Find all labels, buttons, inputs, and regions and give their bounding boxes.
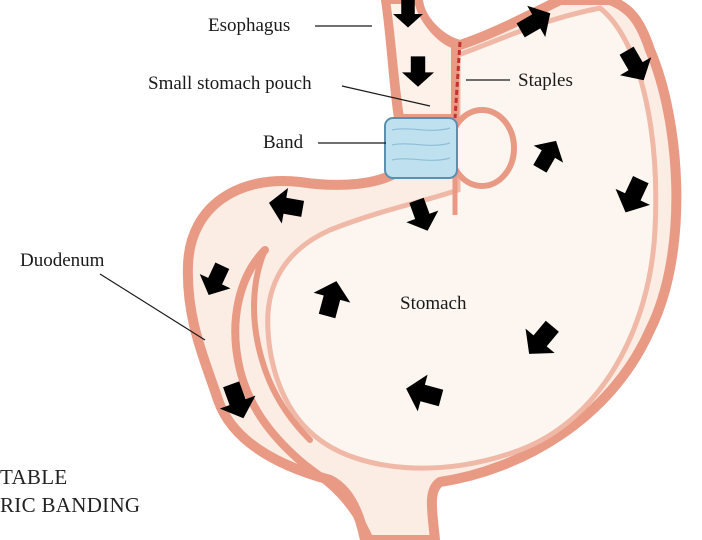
label-esophagus: Esophagus	[208, 16, 290, 35]
pouch-bulge	[450, 110, 514, 186]
label-duodenum: Duodenum	[20, 251, 104, 270]
title-line-2: RIC BANDING	[0, 495, 140, 516]
label-small-stomach-pouch: Small stomach pouch	[148, 74, 312, 93]
label-band: Band	[263, 133, 303, 152]
title-line-1: TABLE	[0, 467, 67, 488]
label-staples: Staples	[518, 71, 573, 90]
band	[385, 118, 457, 178]
label-stomach: Stomach	[400, 294, 467, 313]
